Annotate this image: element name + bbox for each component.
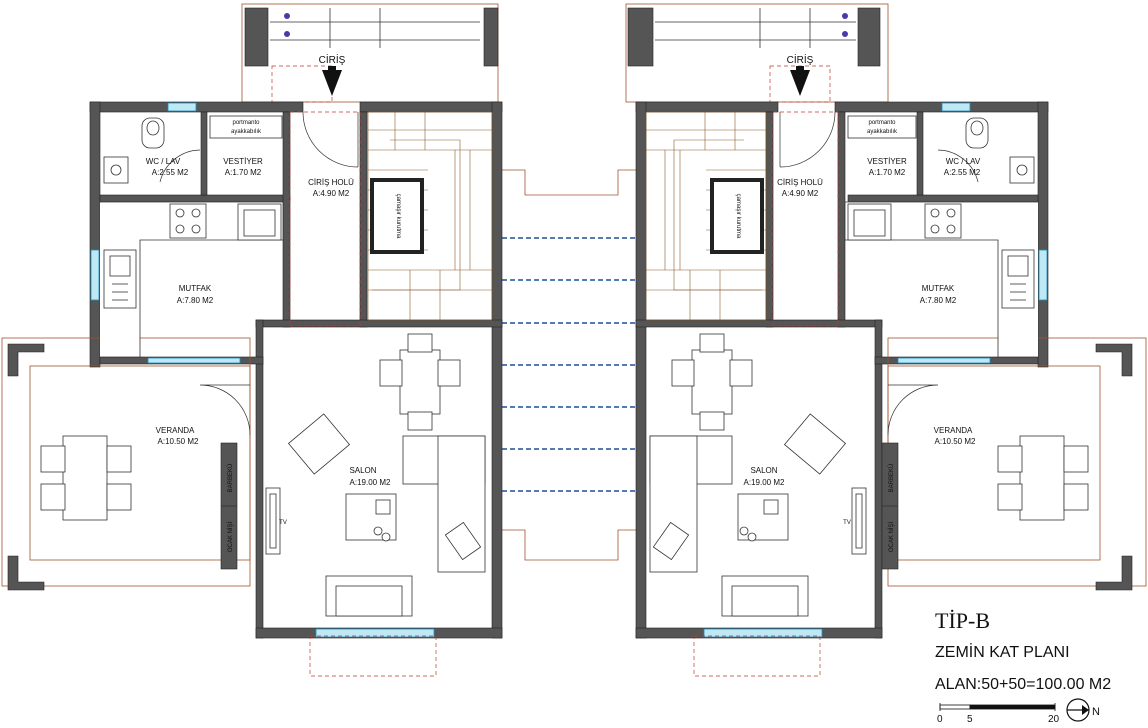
room-name-vestiyer: VESTİYER <box>223 157 263 166</box>
entrance-porch <box>625 3 889 103</box>
room-name-salon: SALON <box>750 466 777 475</box>
room-area-kitchen: A:7.80 M2 <box>177 296 214 305</box>
veranda-terrace <box>1 337 251 591</box>
entrance-arrow-icon <box>322 70 342 96</box>
veranda-door-icon <box>887 384 939 436</box>
room-name-wc: WC / LAV <box>946 157 981 166</box>
room-area-vestiyer: A:1.70 M2 <box>225 168 262 177</box>
entrance-door-icon <box>779 111 836 168</box>
room-name-wc: WC / LAV <box>146 157 181 166</box>
room-area-hall: A:4.90 M2 <box>313 189 350 198</box>
shoe-cabinet-label: portmanto <box>232 120 260 126</box>
room-area-kitchen: A:7.80 M2 <box>920 296 957 305</box>
salon-furniture <box>265 333 486 617</box>
entrance-porch <box>241 3 499 103</box>
room-name-hall: CİRİŞ HOLÜ <box>308 178 354 187</box>
room-name-veranda: VERANDA <box>934 426 973 435</box>
shoe-cabinet-label: ayakkabılık <box>867 129 898 135</box>
room-name-veranda: VERANDA <box>156 426 195 435</box>
room-area-wc: A:2.55 M2 <box>944 168 981 177</box>
porch-lamp-icon <box>842 13 848 19</box>
window <box>90 249 100 301</box>
title-block: TİP-B ZEMİN KAT PLANI ALAN:50+50=100.00 … <box>935 608 1111 693</box>
room-area-veranda: A:10.50 M2 <box>935 437 976 446</box>
room-name-hall: CİRİŞ HOLÜ <box>777 178 823 187</box>
veranda-door-icon <box>199 384 251 436</box>
shared-duct-lines <box>500 169 645 561</box>
entrance-label: CİRİŞ <box>787 53 814 66</box>
shoe-cabinet-label: ayakkabılık <box>231 129 262 135</box>
plan-type-title: TİP-B <box>935 608 990 633</box>
laundry-box <box>370 178 424 254</box>
window <box>147 357 241 364</box>
unit-right: CİRİŞ <box>625 3 1147 677</box>
scale-tick-label: 20 <box>1048 714 1060 725</box>
scale-tick-label: 5 <box>967 714 973 725</box>
porch-lamp-icon <box>284 31 290 37</box>
room-area-vestiyer: A:1.70 M2 <box>869 168 906 177</box>
wc-fixtures <box>103 117 201 184</box>
north-arrow-icon <box>1066 698 1090 722</box>
laundry-label: çamaşır kurutma <box>735 194 741 239</box>
porch-lamp-icon <box>284 13 290 19</box>
fireplace-label: OCAK NİŞİ <box>227 521 234 552</box>
barbecue-label: BARBEKÜ <box>888 464 895 493</box>
plan-area: ALAN:50+50=100.00 M2 <box>935 676 1111 693</box>
room-area-salon: A:19.00 M2 <box>350 478 391 487</box>
shoe-cabinet-label: portmanto <box>868 120 896 126</box>
veranda-table-set <box>997 435 1089 521</box>
veranda-table-set <box>40 435 132 521</box>
scale-tick-label: 0 <box>937 714 943 725</box>
plan-name: ZEMİN KAT PLANI <box>935 642 1070 661</box>
wc-fixtures <box>937 117 1035 184</box>
kitchen-fixtures <box>100 201 284 358</box>
tv-label: TV <box>843 520 851 526</box>
fireplace-label: OCAK NİŞİ <box>888 521 895 552</box>
room-area-wc: A:2.55 M2 <box>152 168 189 177</box>
tv-label: TV <box>279 520 287 526</box>
room-area-veranda: A:10.50 M2 <box>158 437 199 446</box>
room-name-kitchen: MUTFAK <box>922 284 955 293</box>
window <box>315 628 435 638</box>
entrance-label: CİRİŞ <box>319 53 346 66</box>
unit-left: CİRİŞ <box>1 3 503 677</box>
north-label: N <box>1092 706 1100 718</box>
kitchen-fixtures <box>844 201 1038 358</box>
window <box>703 628 823 638</box>
window <box>941 102 971 112</box>
laundry-label: çamaşır kurutma <box>395 194 401 239</box>
barbecue-label: BARBEKÜ <box>227 464 234 493</box>
salon-furniture <box>649 333 867 617</box>
scale-bar: 0 5 20 <box>937 703 1060 725</box>
window <box>167 102 197 112</box>
window <box>1038 249 1048 301</box>
window <box>897 357 991 364</box>
room-name-vestiyer: VESTİYER <box>867 157 907 166</box>
room-name-kitchen: MUTFAK <box>179 284 212 293</box>
shoe-cabinet <box>847 115 917 139</box>
shoe-cabinet <box>209 115 283 139</box>
staircase <box>367 111 493 321</box>
entrance-door-icon <box>302 111 359 168</box>
room-area-salon: A:19.00 M2 <box>744 478 785 487</box>
room-name-salon: SALON <box>349 466 376 475</box>
porch-lamp-icon <box>842 31 848 37</box>
entrance-arrow-icon <box>790 70 810 96</box>
room-area-hall: A:4.90 M2 <box>782 189 819 198</box>
laundry-box <box>710 178 764 254</box>
